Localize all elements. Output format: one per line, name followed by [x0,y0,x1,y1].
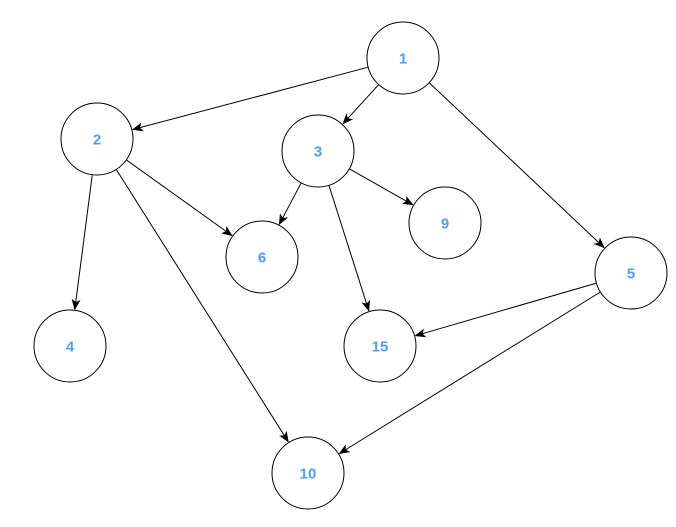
node-label-4: 4 [66,339,75,356]
node-circle-10[interactable] [271,436,345,510]
node-3[interactable]: 3 [281,114,355,188]
node-4[interactable]: 4 [33,309,107,383]
node-circle-15[interactable] [343,309,417,383]
node-15[interactable]: 15 [343,309,417,383]
node-10[interactable]: 10 [271,436,345,510]
edge-3-6[interactable] [278,182,302,226]
edge-2-4[interactable] [71,174,93,311]
node-label-1: 1 [399,51,407,68]
node-label-9: 9 [441,216,449,233]
node-5[interactable]: 5 [594,236,668,310]
edge-5-10[interactable] [338,291,601,455]
node-label-5: 5 [627,266,635,283]
edge-1-2[interactable] [131,66,369,132]
node-1[interactable]: 1 [366,21,440,95]
node-circle-4[interactable] [33,309,107,383]
node-label-10: 10 [300,466,317,483]
node-9[interactable]: 9 [408,186,482,260]
node-circle-2[interactable] [60,102,134,176]
edge-1-5[interactable] [428,82,605,249]
node-label-6: 6 [258,250,266,267]
edge-2-6[interactable] [126,159,233,237]
node-label-2: 2 [93,132,101,149]
node-2[interactable]: 2 [60,102,134,176]
node-circle-1[interactable] [366,21,440,95]
edge-3-9[interactable] [349,168,414,206]
edge-3-15[interactable] [328,185,371,312]
node-6[interactable]: 6 [225,220,299,294]
node-circle-9[interactable] [408,186,482,260]
node-label-15: 15 [372,339,389,356]
node-circle-3[interactable] [281,114,355,188]
edge-2-10[interactable] [115,169,289,443]
edge-5-15[interactable] [414,282,597,338]
node-circle-6[interactable] [225,220,299,294]
edge-1-3[interactable] [342,84,380,125]
node-label-3: 3 [314,144,322,161]
node-circle-5[interactable] [594,236,668,310]
